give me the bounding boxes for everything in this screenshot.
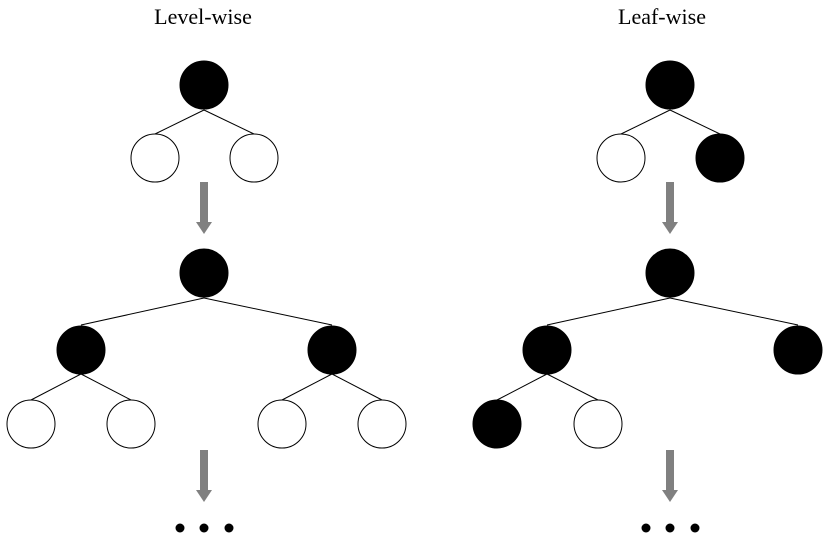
level-wise-stage-2 [6,248,407,449]
split-node [179,60,229,110]
edge [496,373,548,401]
edge [669,297,799,326]
split-node [307,325,357,375]
leaf-wise-stage-1 [596,60,745,183]
edge [281,373,333,401]
level-wise-panel [6,60,407,533]
continuation-ellipsis [641,523,700,533]
split-node [522,325,572,375]
continuation-ellipsis [175,523,234,533]
edge [620,109,671,135]
edge [80,297,205,326]
leaf-wise-title: Leaf-wise [618,4,706,29]
down-arrow [196,182,212,234]
leaf-node [596,133,646,183]
split-node [179,248,229,298]
leaf-node [6,399,56,449]
edge [30,373,82,401]
edge [331,373,383,401]
edge [546,297,671,326]
split-node [472,399,522,449]
edge [203,297,333,326]
split-node [695,133,745,183]
leaf-node [573,399,623,449]
down-arrow [662,450,678,502]
down-arrow [662,182,678,234]
leaf-wise-stage-2 [472,248,823,449]
split-node [645,248,695,298]
leaf-wise-panel [472,60,823,533]
edge [154,109,205,135]
leaf-node [257,399,307,449]
split-node [645,60,695,110]
edge [546,373,599,401]
leaf-node [229,133,279,183]
edge [669,109,721,135]
split-node [56,325,106,375]
leaf-node [357,399,407,449]
edge [203,109,255,135]
split-node [773,325,823,375]
level-wise-title: Level-wise [154,4,252,29]
down-arrow [196,450,212,502]
leaf-node [106,399,156,449]
leaf-node [130,133,180,183]
edge [80,373,132,401]
level-wise-stage-1 [130,60,279,183]
